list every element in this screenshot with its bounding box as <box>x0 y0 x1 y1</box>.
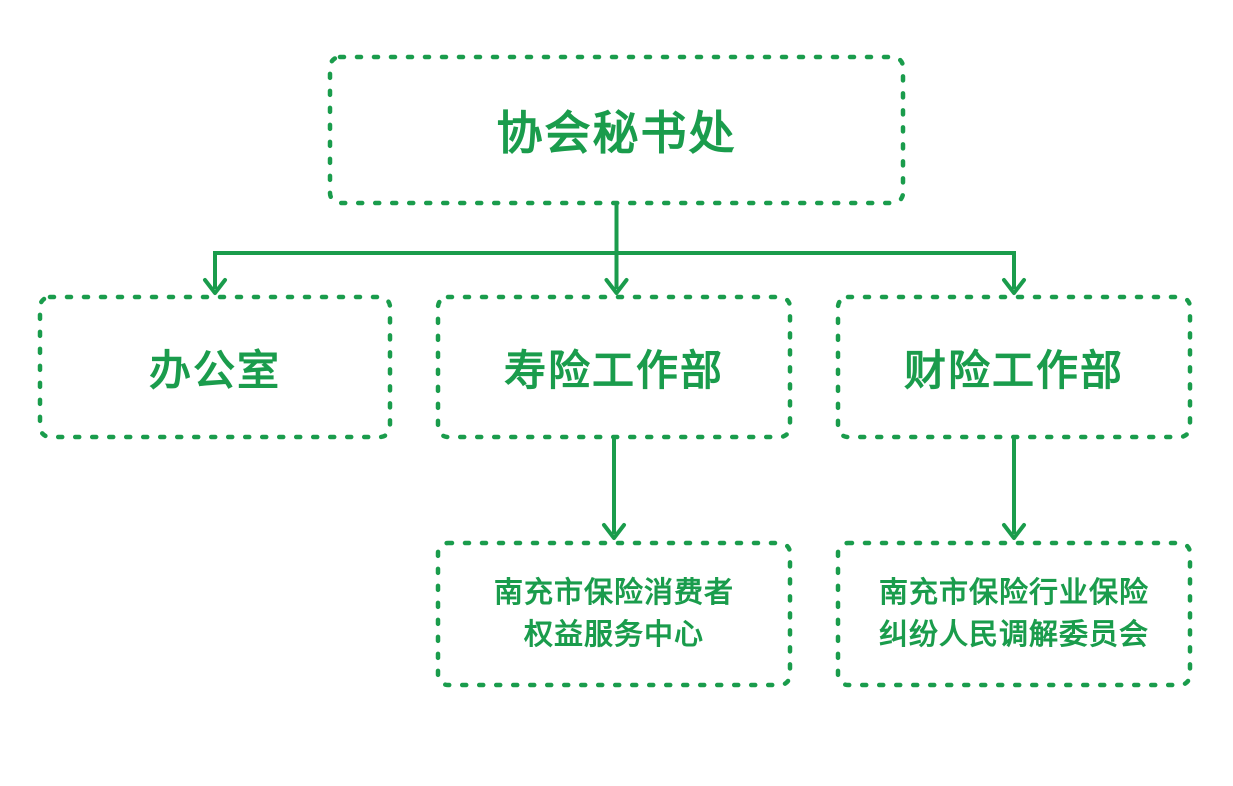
org-node-property: 财险工作部 <box>838 297 1190 437</box>
arrowhead-office <box>203 278 227 295</box>
org-node-property-label: 财险工作部 <box>903 346 1124 394</box>
org-node-mediation-committee-label-line2: 纠纷人民调解委员会 <box>878 619 1149 651</box>
org-node-consumer-center-label-line2: 权益服务中心 <box>523 619 704 651</box>
node-border-mediation-committee <box>835 540 1193 688</box>
org-node-root-label: 协会秘书处 <box>496 107 737 159</box>
org-node-root: 协会秘书处 <box>330 57 903 203</box>
org-node-consumer-center: 南充市保险消费者 权益服务中心 <box>438 543 790 685</box>
org-node-life: 寿险工作部 <box>438 297 790 437</box>
org-node-mediation-committee-label-line1: 南充市保险行业保险 <box>878 576 1149 609</box>
arrowhead-life <box>604 278 629 295</box>
org-node-office-label: 办公室 <box>148 346 281 394</box>
org-node-consumer-center-label-line1: 南充市保险消费者 <box>493 576 734 609</box>
node-border-consumer-center <box>435 540 793 688</box>
node-border-office <box>37 294 393 440</box>
arrowhead-mediation-committee <box>1002 523 1026 540</box>
org-node-mediation-committee: 南充市保险行业保险 纠纷人民调解委员会 <box>838 543 1190 685</box>
org-node-life-label: 寿险工作部 <box>503 346 724 394</box>
org-node-office: 办公室 <box>40 297 390 437</box>
arrowhead-consumer-center <box>602 523 626 540</box>
arrowhead-property <box>1002 278 1026 295</box>
